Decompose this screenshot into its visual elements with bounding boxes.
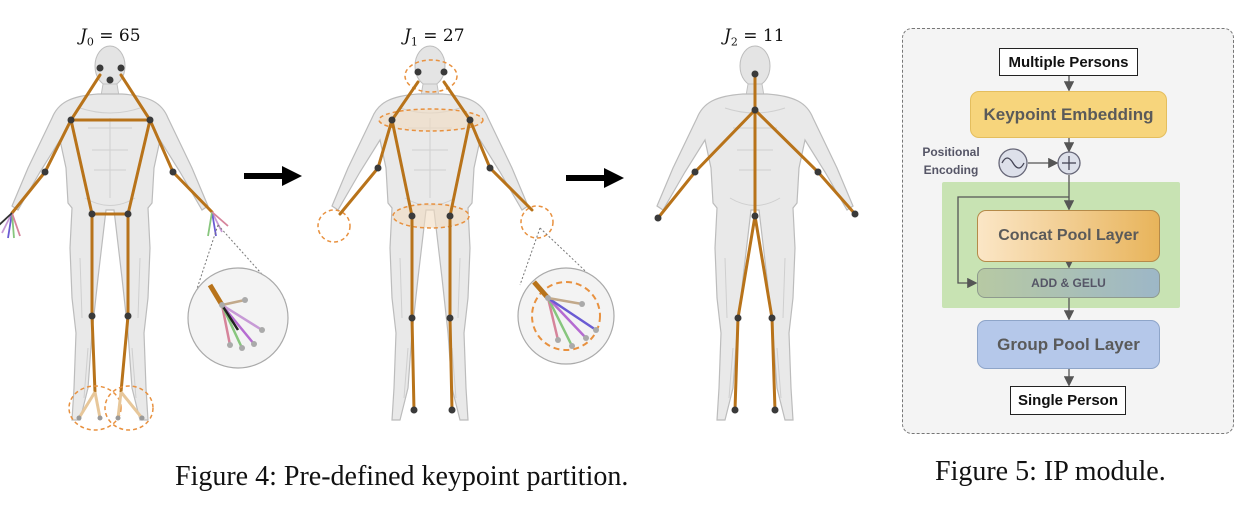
- j1-label: J1 = 27: [404, 26, 465, 49]
- keypoint-partition-figure: [0, 45, 859, 431]
- single-person-output: Single Person: [1010, 386, 1126, 415]
- multiple-persons-input: Multiple Persons: [999, 48, 1138, 76]
- left-foot-highlight-j0: [68, 385, 122, 431]
- joints-j0: [41, 64, 177, 320]
- left-hand-fingers-j0: [0, 212, 21, 239]
- add-gelu-block: ADD & GELU: [977, 268, 1160, 298]
- feet-keypoints-j0: [77, 391, 144, 419]
- body-j1: [331, 45, 529, 421]
- joints-j2: [654, 70, 859, 414]
- joints-j1: [374, 68, 494, 414]
- figure4-caption: Figure 4: Pre-defined keypoint partition…: [175, 461, 629, 492]
- arrow-j1-to-j2: [566, 168, 624, 188]
- right-hand-fingers-j0: [207, 211, 229, 237]
- hand-zoom-inset-j0: [187, 267, 289, 369]
- keypoint-embedding-block: Keypoint Embedding: [970, 91, 1167, 138]
- right-foot-highlight-j0: [104, 385, 154, 431]
- hand-zoom-lines-j0: [189, 224, 286, 311]
- body-j0: [11, 45, 209, 421]
- concat-pool-layer-block: Concat Pool Layer: [977, 210, 1160, 262]
- hand-zoom-inset-j1: [517, 267, 615, 365]
- skeleton-j2: [656, 72, 857, 412]
- j2-label: J2 = 11: [724, 26, 785, 49]
- group-pool-layer-block: Group Pool Layer: [977, 320, 1160, 369]
- figure5-caption: Figure 5: IP module.: [935, 456, 1166, 487]
- j0-label: J0 = 65: [80, 26, 141, 49]
- positional-encoding-label: Positional Encoding: [922, 145, 980, 177]
- arrow-j0-to-j1: [244, 166, 302, 186]
